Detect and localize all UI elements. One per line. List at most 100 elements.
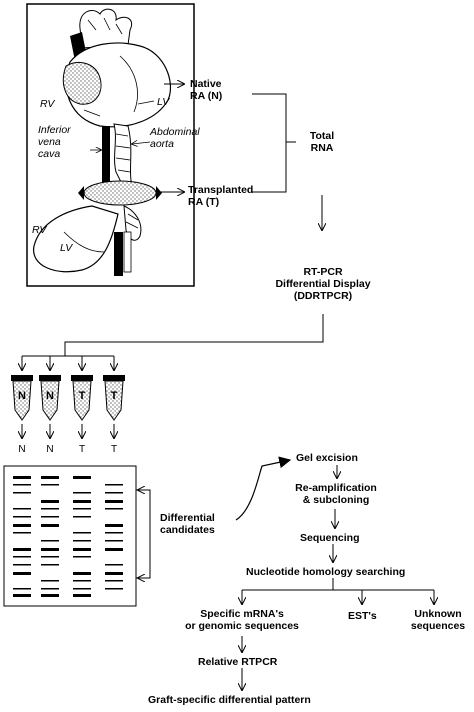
gel-band (105, 588, 123, 590)
gel-band (13, 532, 31, 534)
gel-band (41, 500, 59, 503)
gel-band (41, 540, 59, 542)
gel-excision-label: Gel excision (296, 452, 358, 464)
gel-band (73, 594, 91, 597)
gel-band (13, 476, 31, 479)
differential-candidates-label: Differential candidates (160, 512, 215, 536)
tube (39, 375, 61, 421)
gel-band (73, 572, 91, 575)
gel-band (41, 524, 59, 527)
gel-frame (3, 465, 137, 607)
total-rna-label: Total RNA (309, 130, 335, 154)
gel-bands (13, 476, 123, 597)
gel-band (41, 594, 59, 597)
graft-pattern-label: Graft-specific differential pattern (148, 694, 311, 706)
gel-band (105, 540, 123, 542)
gel-band (73, 556, 91, 558)
reamplification-label: Re-amplification & subcloning (295, 482, 377, 506)
inferior-vena-cava (102, 126, 110, 186)
rna-bracket (252, 93, 287, 193)
gel-band (105, 532, 123, 534)
gel-band (105, 524, 123, 527)
lv-bottom-label: LV (60, 242, 73, 254)
gel-band (73, 588, 91, 590)
gel-band (41, 516, 59, 518)
unknown-sequences-label: Unknown sequences (410, 608, 466, 632)
transplanted-ra-label: Transplanted RA (T) (188, 184, 254, 208)
tube (71, 375, 93, 421)
excision-arrow (235, 456, 292, 521)
gel-band (105, 564, 123, 566)
gel-band (41, 588, 59, 590)
gel-band (13, 588, 31, 590)
gel-band (13, 594, 31, 597)
tube-letter: N (18, 390, 26, 402)
lane-label: N (18, 444, 26, 455)
transplanted-atrium (83, 180, 157, 206)
native-atrium (62, 62, 102, 105)
rtpcr-connector (64, 314, 324, 356)
tube-letter: N (46, 390, 54, 402)
native-ra-label: Native RA (N) (190, 78, 223, 102)
transplanted-heart (33, 205, 119, 273)
gel-band (41, 548, 59, 551)
gel-band (105, 580, 123, 582)
tube (11, 375, 33, 421)
gel-band (13, 548, 31, 551)
specific-mrna-label: Specific mRNA's or genomic sequences (185, 608, 299, 632)
gel-band (13, 524, 31, 527)
sample-tubes (11, 375, 125, 421)
gel-band (105, 548, 123, 551)
gel-band (105, 492, 123, 494)
heart-illustration (26, 3, 195, 287)
gel-band (73, 540, 91, 542)
gel-band (13, 564, 31, 566)
gel-band (13, 508, 31, 510)
sequencing-label: Sequencing (300, 532, 360, 544)
gel-band (73, 580, 91, 582)
rtpcr-label: RT-PCR Differential Display (DDRTPCR) (275, 266, 371, 302)
aorta-label: Abdominal aorta (150, 126, 200, 150)
gel-band (73, 532, 91, 534)
homology-search-label: Nucleotide homology searching (246, 566, 406, 578)
differential-bracket (136, 489, 151, 579)
lane-label: T (78, 444, 86, 455)
tube-letter: T (78, 390, 86, 402)
gel-band (13, 484, 31, 486)
ests-label: EST's (348, 610, 377, 622)
native-heart (65, 42, 172, 128)
gel-band (105, 572, 123, 575)
gel-band (13, 556, 31, 558)
gel-band (105, 484, 123, 486)
illustration-frame (26, 3, 195, 287)
ivc-label: Inferior vena cava (38, 124, 71, 160)
lane-label: T (110, 444, 118, 455)
gel-band (13, 492, 31, 494)
gel-band (105, 508, 123, 510)
great-vessels (79, 8, 132, 49)
tube-letter: T (110, 390, 118, 402)
gel-band (73, 516, 91, 518)
relative-rtpcr-label: Relative RTPCR (198, 656, 278, 668)
abdominal-aorta (113, 123, 133, 189)
gel-band (41, 484, 59, 486)
rv-bottom-label: RV (32, 224, 47, 236)
gel-band (73, 508, 91, 510)
gel-band (73, 548, 91, 551)
gel-band (73, 476, 91, 479)
gel-band (13, 572, 31, 575)
gel-band (13, 516, 31, 518)
lv-top-label: LV (157, 96, 170, 108)
lane-label: N (46, 444, 54, 455)
gel-band (41, 556, 59, 558)
lower-vessel (114, 232, 123, 276)
gel-band (41, 564, 59, 566)
gel-band (41, 508, 59, 510)
tube (103, 375, 125, 421)
gel-band (73, 492, 91, 494)
gel-band (105, 500, 123, 503)
rv-top-label: RV (40, 98, 55, 110)
gel-band (41, 476, 59, 479)
gel-band (41, 580, 59, 582)
